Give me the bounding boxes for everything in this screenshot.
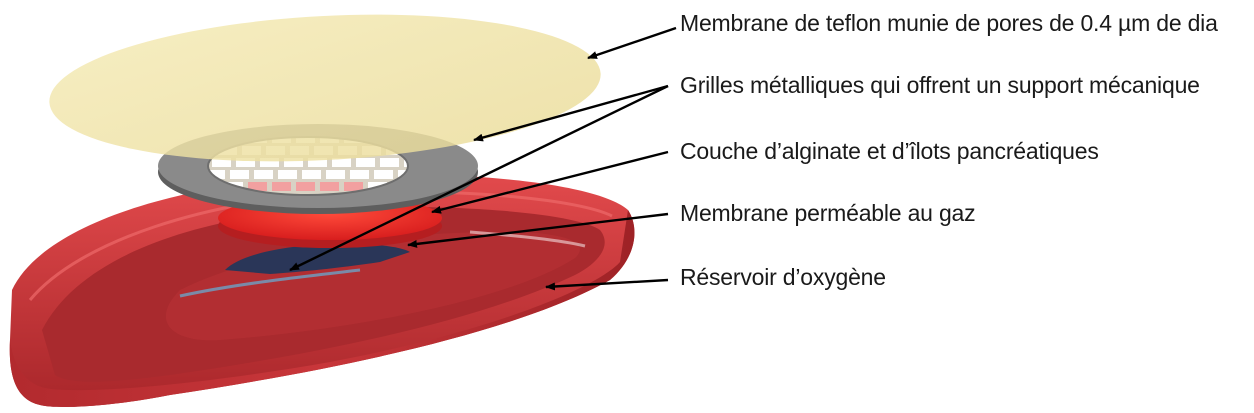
mesh-cell xyxy=(350,170,369,179)
mesh-cell xyxy=(230,170,249,179)
teflon-membrane xyxy=(46,2,605,175)
mesh-cell xyxy=(344,182,363,191)
mesh-cell xyxy=(380,158,399,167)
label-teflon-membrane: Membrane de teflon munie de pores de 0.4… xyxy=(680,10,1218,37)
mesh-cell xyxy=(320,182,339,191)
mesh-cell xyxy=(326,170,345,179)
teflon-membrane-disc xyxy=(46,2,605,175)
mesh-cell xyxy=(296,182,315,191)
label-gas-membrane: Membrane perméable au gaz xyxy=(680,200,975,227)
arrow-teflon xyxy=(588,28,676,58)
label-oxygen-reservoir: Réservoir d’oxygène xyxy=(680,264,886,291)
label-alginate-layer: Couche d’alginate et d’îlots pancréatiqu… xyxy=(680,138,1099,165)
mesh-cell xyxy=(272,182,291,191)
mesh-cell xyxy=(356,158,375,167)
mesh-cell xyxy=(374,170,393,179)
mesh-cell xyxy=(302,170,321,179)
mesh-cell xyxy=(254,170,273,179)
label-metal-grids: Grilles métalliques qui offrent un suppo… xyxy=(680,72,1200,99)
mesh-cell xyxy=(278,170,297,179)
